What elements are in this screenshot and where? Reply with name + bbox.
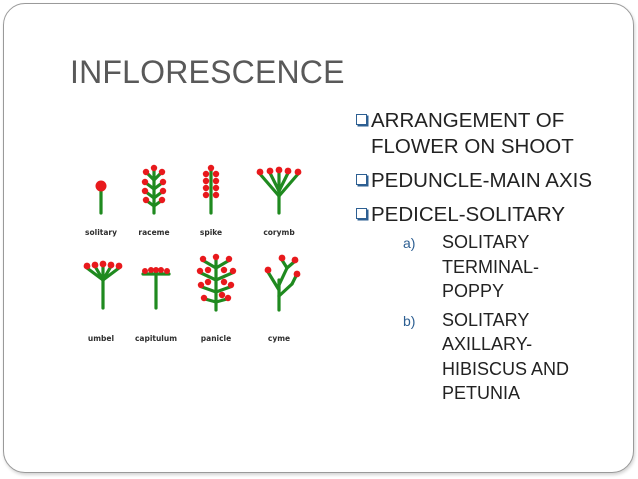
bullet-text: PEDICEL-SOLITARY — [371, 203, 566, 226]
bullet-list: ARRANGEMENT OF FLOWER ON SHOOT PEDUNCLE-… — [344, 108, 614, 414]
bullet-text: PEDUNCLE-MAIN AXIS — [371, 169, 592, 192]
sub-list: a) SOLITARY TERMINAL- POPPY b) SOLITARY … — [371, 230, 614, 406]
sub-item-line: POPPY — [442, 281, 505, 301]
label-panicle: panicle — [201, 334, 231, 343]
sub-item-line: HIBISCUS AND — [442, 358, 570, 379]
diagram-labels: solitary raceme spike corymb umbel capit… — [85, 228, 295, 343]
stems — [85, 166, 300, 312]
label-raceme: raceme — [138, 228, 169, 237]
slide-frame — [3, 3, 634, 473]
bullet-arrangement: ARRANGEMENT OF FLOWER ON SHOOT — [344, 108, 614, 160]
sub-item-terminal: a) SOLITARY TERMINAL- POPPY — [371, 230, 614, 304]
square-bullet-icon — [356, 208, 367, 219]
bullet-text: ARRANGEMENT OF FLOWER ON SHOOT — [371, 109, 574, 158]
bullet-peduncle: PEDUNCLE-MAIN AXIS — [344, 168, 614, 194]
slide-title: INFLORESCENCE — [70, 54, 345, 90]
sub-marker: a) — [403, 235, 416, 251]
inflorescence-types-figure: solitary raceme spike corymb umbel capit… — [83, 164, 302, 343]
inflorescence-diagram: solitary raceme spike corymb umbel capit… — [72, 160, 318, 360]
sub-item-line: SOLITARY — [442, 232, 530, 252]
label-umbel: umbel — [88, 334, 114, 343]
label-spike: spike — [200, 228, 222, 237]
sub-item-line: SOLITARY — [442, 309, 530, 330]
bullet-pedicel: PEDICEL-SOLITARY a) SOLITARY TERMINAL- P… — [344, 202, 614, 406]
label-cyme: cyme — [268, 334, 290, 343]
label-corymb: corymb — [263, 228, 295, 237]
flowers — [83, 164, 302, 302]
label-solitary: solitary — [85, 228, 117, 237]
sub-item-line: AXILLARY- — [442, 334, 533, 354]
square-bullet-icon — [356, 174, 367, 185]
sub-marker: b) — [403, 312, 416, 329]
square-bullet-icon — [356, 114, 367, 125]
label-capitulum: capitulum — [135, 334, 177, 343]
sub-item-line: PETUNIA — [442, 383, 521, 403]
sub-item-axillary: b) SOLITARY AXILLARY- HIBISCUS AND PETUN… — [371, 308, 614, 406]
sub-item-line: TERMINAL- — [442, 256, 540, 277]
